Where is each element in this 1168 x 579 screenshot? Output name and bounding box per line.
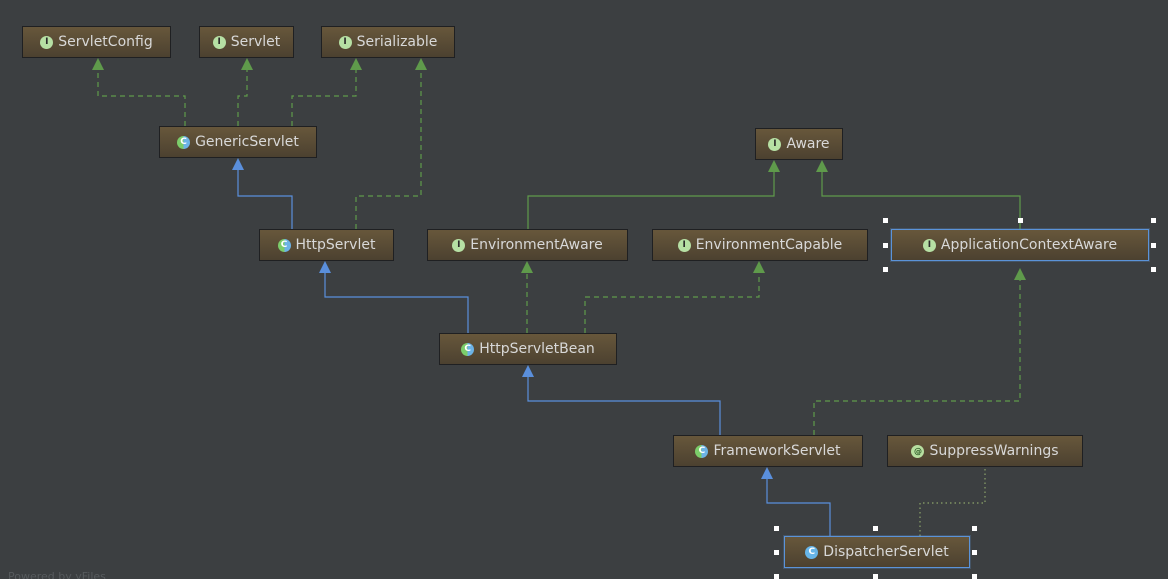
node-genericservlet[interactable]: C GenericServlet [159,126,317,158]
node-label: EnvironmentAware [470,237,603,253]
edge-httpservletbean-to-httpservlet [319,261,469,333]
node-label: ApplicationContextAware [940,237,1118,253]
node-label: EnvironmentCapable [695,237,843,253]
edge-applicationcontextaware-to-aware [816,160,1021,229]
arrow-head [753,261,765,273]
node-label: Servlet [230,34,281,50]
node-aware[interactable]: I Aware [755,128,843,160]
interface-icon: I [677,238,691,252]
class-icon: C [805,545,819,559]
selection-handle[interactable] [972,526,977,531]
selection-handle[interactable] [1151,243,1156,248]
node-label: HttpServletBean [479,341,595,357]
powered-by-caption: Powered by yFiles [8,570,106,579]
arrow-head [521,261,533,273]
selection-handle[interactable] [883,218,888,223]
node-environmentaware[interactable]: I EnvironmentAware [427,229,628,261]
edge-genericservlet-to-serializable [291,58,362,126]
arrow-head [319,261,331,273]
selection-handle[interactable] [873,526,878,531]
edge-genericservlet-to-servletconfig [92,58,186,126]
annotation-icon: @ [911,444,925,458]
node-label: Aware [786,136,830,152]
arrow-head [522,365,534,377]
interface-icon: I [212,35,226,49]
selection-handle[interactable] [1018,218,1023,223]
arrow-head [816,160,828,172]
selection-handle[interactable] [774,550,779,555]
node-servletconfig[interactable]: I ServletConfig [22,26,171,58]
node-label: GenericServlet [195,134,299,150]
edge-httpservletbean-to-environmentaware [521,261,533,333]
node-environmentcapable[interactable]: I EnvironmentCapable [652,229,868,261]
abstract-class-icon: C [695,444,709,458]
node-label: Serializable [356,34,438,50]
edge-httpservlet-to-genericservlet [232,158,293,229]
edge-frameworkservlet-to-httpservletbean [522,365,721,435]
interface-icon: I [40,35,54,49]
arrow-head [761,467,773,479]
selection-handle[interactable] [883,267,888,272]
node-label: SuppressWarnings [929,443,1059,459]
arrow-head [92,58,104,70]
selection-handle[interactable] [1151,218,1156,223]
edge-frameworkservlet-to-applicationcontextaware [813,268,1026,435]
abstract-class-icon: C [277,238,291,252]
interface-icon: I [452,238,466,252]
selection-handle[interactable] [873,574,878,579]
node-label: HttpServlet [295,237,376,253]
node-frameworkservlet[interactable]: C FrameworkServlet [673,435,863,467]
edge-environmentaware-to-aware [527,160,780,229]
node-label: FrameworkServlet [713,443,841,459]
arrow-head [415,58,427,70]
selection-handle[interactable] [1151,267,1156,272]
edge-genericservlet-to-servlet [237,58,253,126]
edge-httpservletbean-to-environmentcapable [584,261,765,333]
arrow-head [768,160,780,172]
abstract-class-icon: C [177,135,191,149]
selection-handle[interactable] [774,526,779,531]
selection-handle[interactable] [774,574,779,579]
arrow-head [1014,268,1026,280]
node-label: ServletConfig [58,34,153,50]
abstract-class-icon: C [461,342,475,356]
arrow-head [350,58,362,70]
selection-handle[interactable] [972,574,977,579]
node-label: DispatcherServlet [823,544,949,560]
selection-handle[interactable] [972,550,977,555]
interface-icon: I [922,238,936,252]
edge-httpservlet-to-serializable [355,58,427,229]
arrow-head [241,58,253,70]
node-dispatcherservlet[interactable]: C DispatcherServlet [784,536,970,568]
node-applicationcontextaware[interactable]: I ApplicationContextAware [891,229,1149,261]
node-httpservletbean[interactable]: C HttpServletBean [439,333,617,365]
interface-icon: I [768,137,782,151]
node-suppresswarnings[interactable]: @ SuppressWarnings [887,435,1083,467]
node-httpservlet[interactable]: C HttpServlet [259,229,394,261]
node-serializable[interactable]: I Serializable [321,26,455,58]
arrow-head [232,158,244,170]
interface-icon: I [338,35,352,49]
edge-dispatcherservlet-to-frameworkservlet [761,467,831,536]
selection-handle[interactable] [883,243,888,248]
node-servlet[interactable]: I Servlet [199,26,294,58]
